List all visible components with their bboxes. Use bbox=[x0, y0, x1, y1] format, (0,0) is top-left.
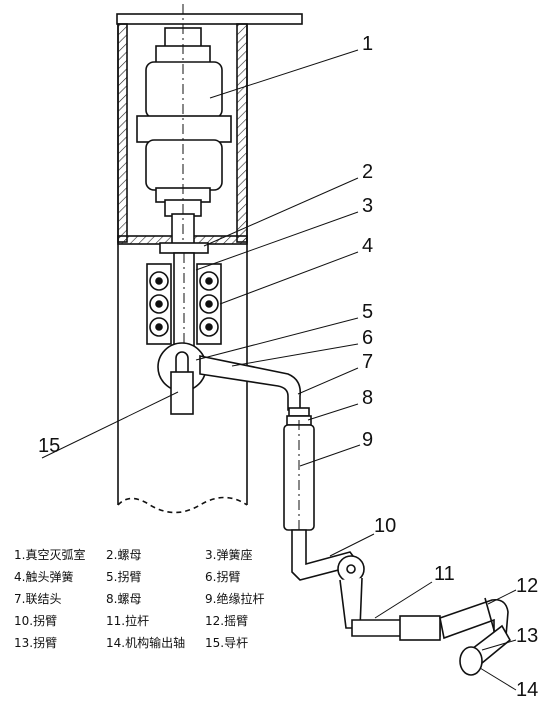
callout-6: 6 bbox=[362, 327, 373, 349]
legend-item-10: 10.拐臂 bbox=[14, 614, 58, 628]
sleeve-right-wall bbox=[236, 23, 248, 243]
callout-8: 8 bbox=[362, 387, 373, 409]
legend-item-6: 6.拐臂 bbox=[205, 570, 241, 584]
callout-11: 11 bbox=[434, 563, 455, 585]
callout-9: 9 bbox=[362, 429, 373, 451]
callout-5: 5 bbox=[362, 301, 373, 323]
callout-12: 12 bbox=[516, 575, 538, 597]
leader-lines bbox=[41, 49, 517, 691]
top-plate bbox=[116, 13, 303, 25]
callout-10: 10 bbox=[374, 515, 396, 537]
legend-item-11: 11.拉杆 bbox=[106, 614, 150, 628]
legend-item-9: 9.绝缘拉杆 bbox=[205, 592, 265, 606]
guide-rod bbox=[170, 371, 194, 415]
crank-arm-6 bbox=[199, 355, 302, 411]
callout-15: 15 bbox=[38, 435, 60, 457]
legend-item-15: 15.导杆 bbox=[205, 636, 249, 650]
callout-3: 3 bbox=[362, 195, 373, 217]
nut-2 bbox=[159, 242, 209, 254]
legend-item-7: 7.联结头 bbox=[14, 592, 62, 606]
callout-14: 14 bbox=[516, 679, 538, 701]
callout-2: 2 bbox=[362, 161, 373, 183]
callout-4: 4 bbox=[362, 235, 373, 257]
legend-item-5: 5.拐臂 bbox=[106, 570, 142, 584]
connector-7 bbox=[288, 407, 310, 417]
legend-item-14: 14.机构输出轴 bbox=[106, 636, 186, 650]
sleeve-left-wall bbox=[117, 23, 128, 243]
output-shaft bbox=[459, 624, 512, 676]
legend-item-8: 8.螺母 bbox=[106, 592, 142, 606]
legend-item-1: 1.真空灭弧室 bbox=[14, 548, 86, 562]
legend-item-12: 12.摇臂 bbox=[205, 614, 249, 628]
callout-13: 13 bbox=[516, 625, 538, 647]
legend-item-13: 13.拐臂 bbox=[14, 636, 58, 650]
callout-7: 7 bbox=[362, 351, 373, 373]
legend-item-2: 2.螺母 bbox=[106, 548, 142, 562]
legend-item-4: 4.触头弹簧 bbox=[14, 570, 74, 584]
legend-item-3: 3.弹簧座 bbox=[205, 548, 253, 562]
callout-1: 1 bbox=[362, 33, 373, 55]
vacuum-interrupter bbox=[136, 4, 232, 245]
